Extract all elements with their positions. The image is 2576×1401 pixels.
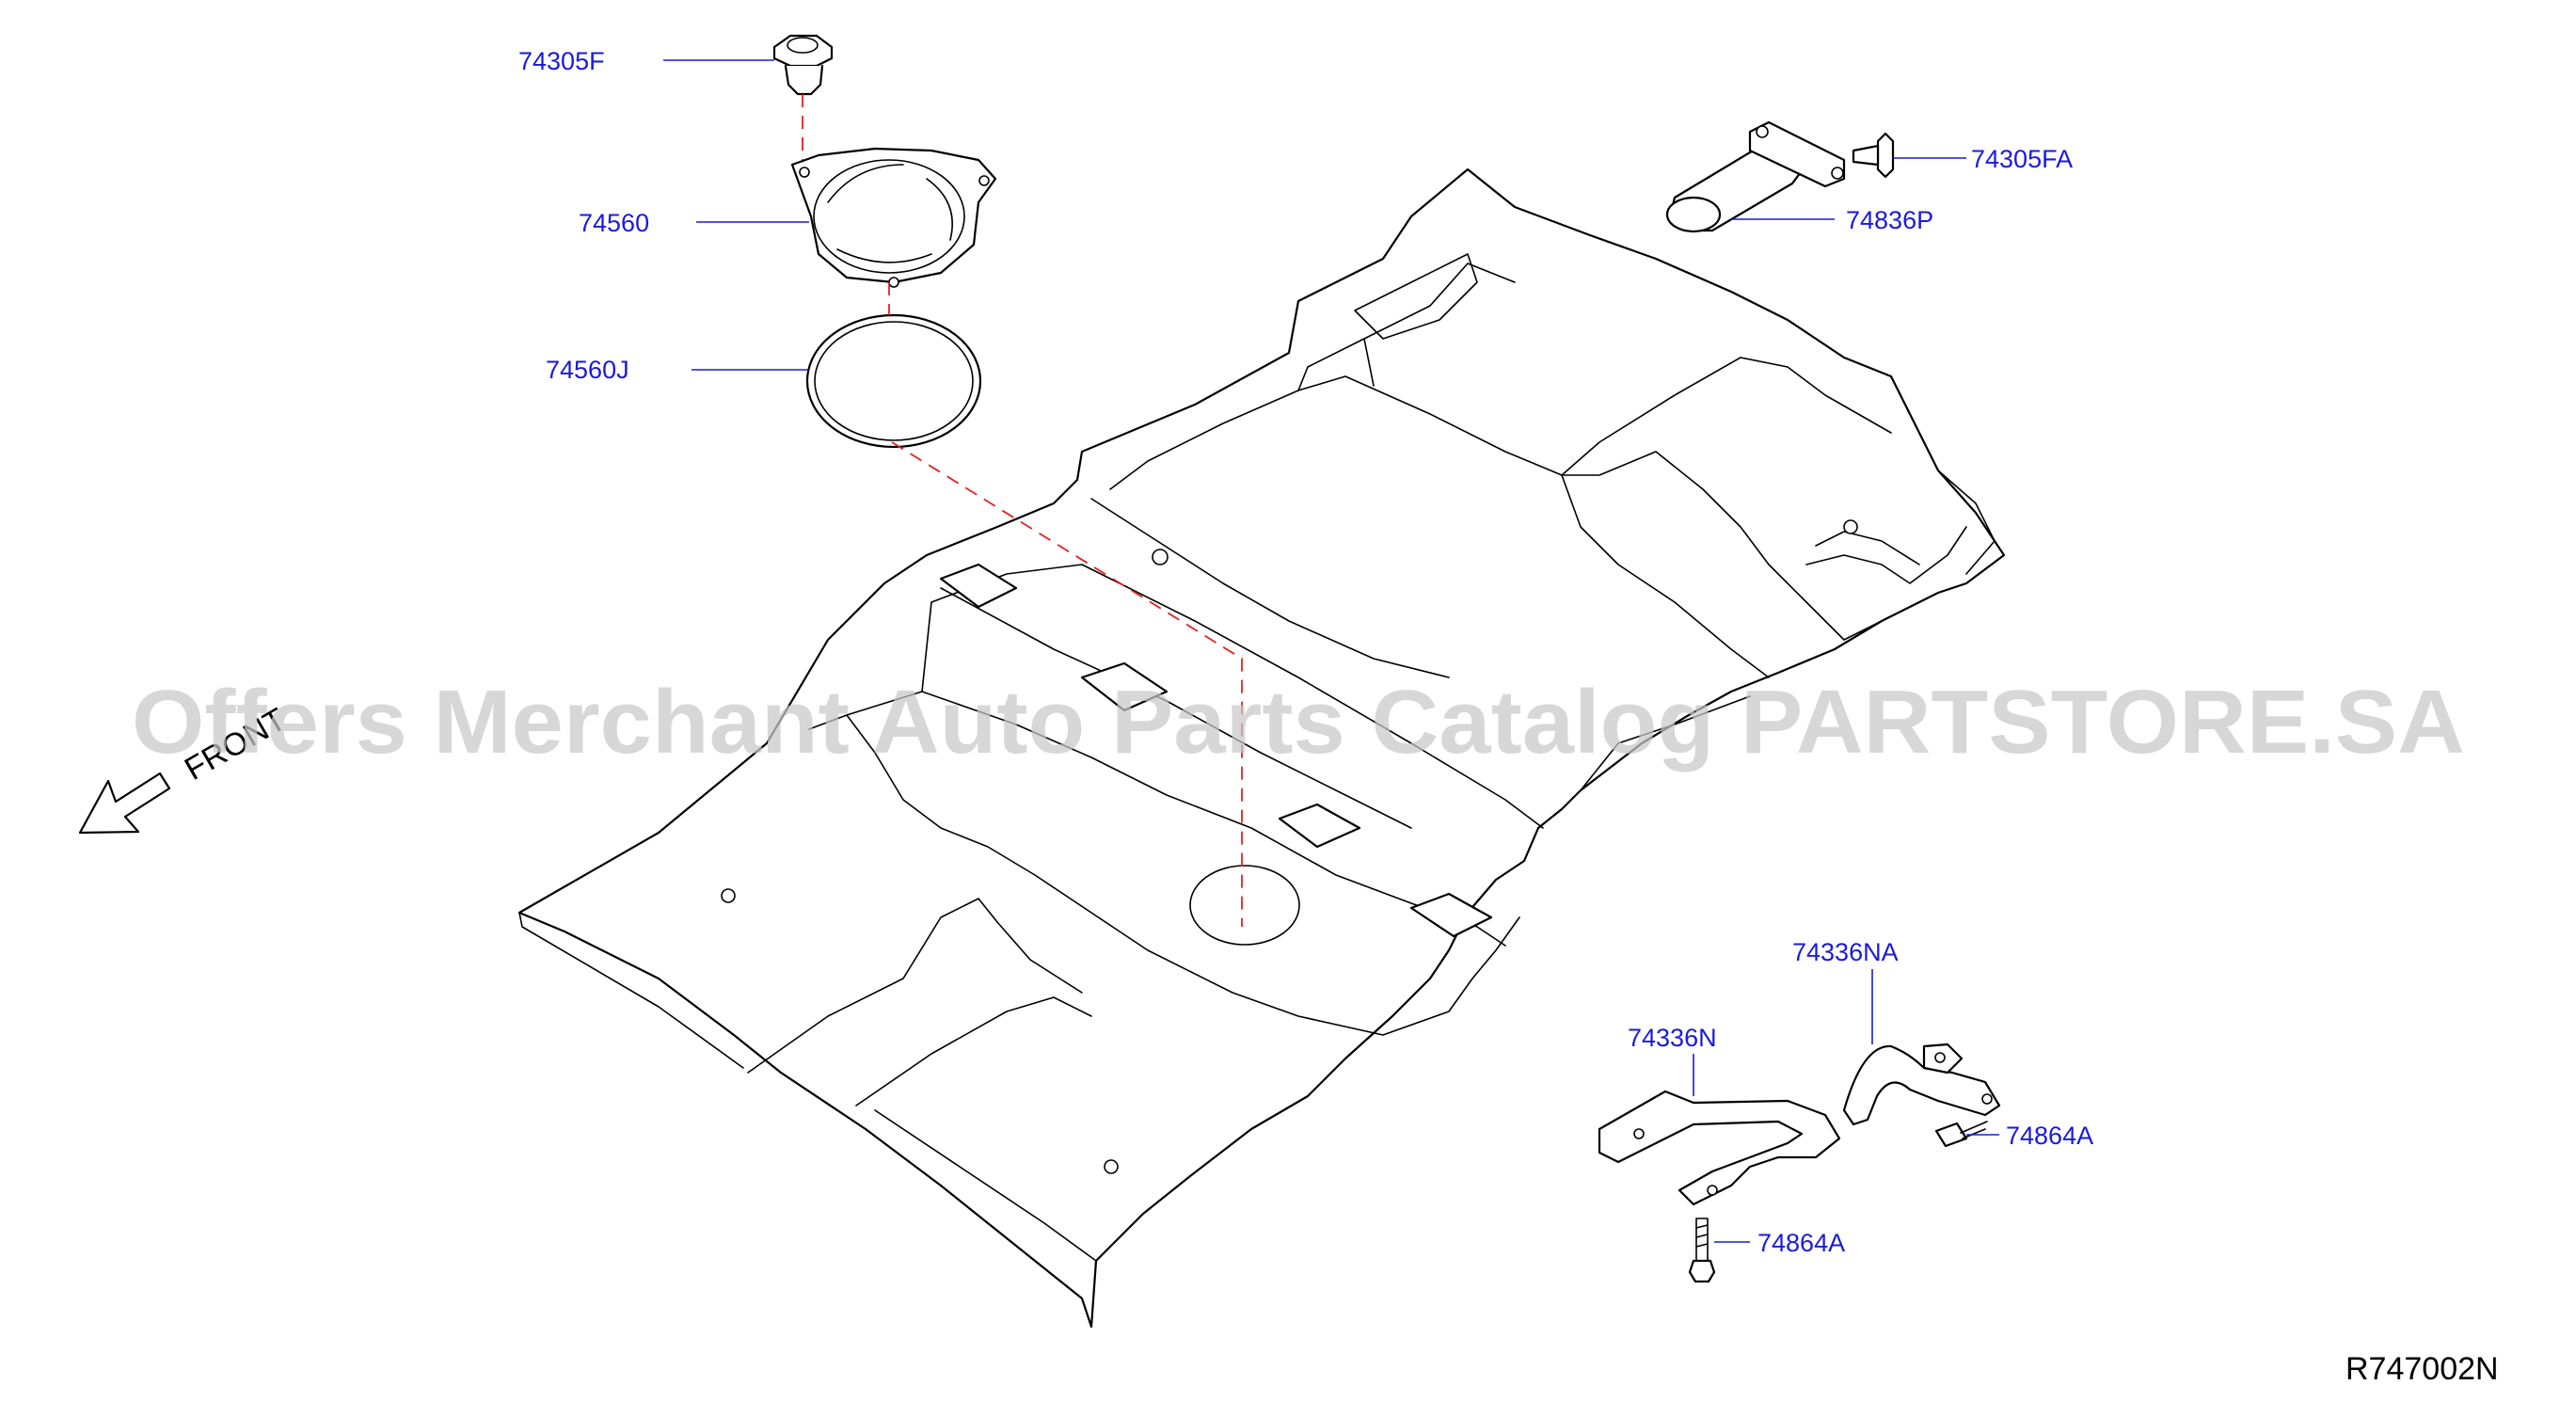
pad-1 [939,563,1018,609]
speaker-ring-74560J [805,313,982,449]
screw-74864A-right [1934,1121,1988,1148]
duct-74836P [1665,120,1846,233]
callout-74836P: 74836P [1846,206,1933,234]
clip-74305FA [1852,132,1895,179]
assembly-lines [802,94,1243,927]
screw-74864A-bottom [1688,1218,1716,1283]
insulator-pads [939,563,1493,938]
callout-74336N: 74336N [1628,1024,1717,1052]
callout-74560: 74560 [579,209,649,237]
speaker-bracket-74560 [790,147,997,288]
hole-4 [1104,1159,1119,1174]
hole-3 [721,888,736,903]
front-arrow-icon [78,772,171,835]
callout-leaders [663,59,1999,1243]
clip-74305F [772,34,834,96]
bracket-74336N [1598,1090,1841,1206]
pad-3 [1278,803,1361,849]
bracket-74336NA [1842,1043,2001,1126]
hole-2 [1843,519,1858,534]
callout-74336NA: 74336NA [1792,938,1899,966]
watermark-text: Offers Merchant Auto Parts Catalog PARTS… [132,672,2465,772]
callout-labels: 74305F 74560 74560J 74305FA 74836P 74336… [518,47,2093,1257]
callout-74305FA: 74305FA [1971,145,2073,173]
floor-insulator [517,167,2006,1329]
speaker-opening [1189,865,1300,946]
callout-74864A-bottom: 74864A [1757,1229,1845,1257]
pad-4 [1409,892,1493,938]
callout-74864A-right: 74864A [2006,1122,2093,1150]
pad-2 [1080,661,1169,712]
diagram-reference: R747002N [2345,1351,2499,1387]
callout-74305F: 74305F [518,47,605,75]
fastener-holes [721,519,1858,1174]
hole-1 [1152,549,1169,565]
callout-74560J: 74560J [546,356,629,384]
